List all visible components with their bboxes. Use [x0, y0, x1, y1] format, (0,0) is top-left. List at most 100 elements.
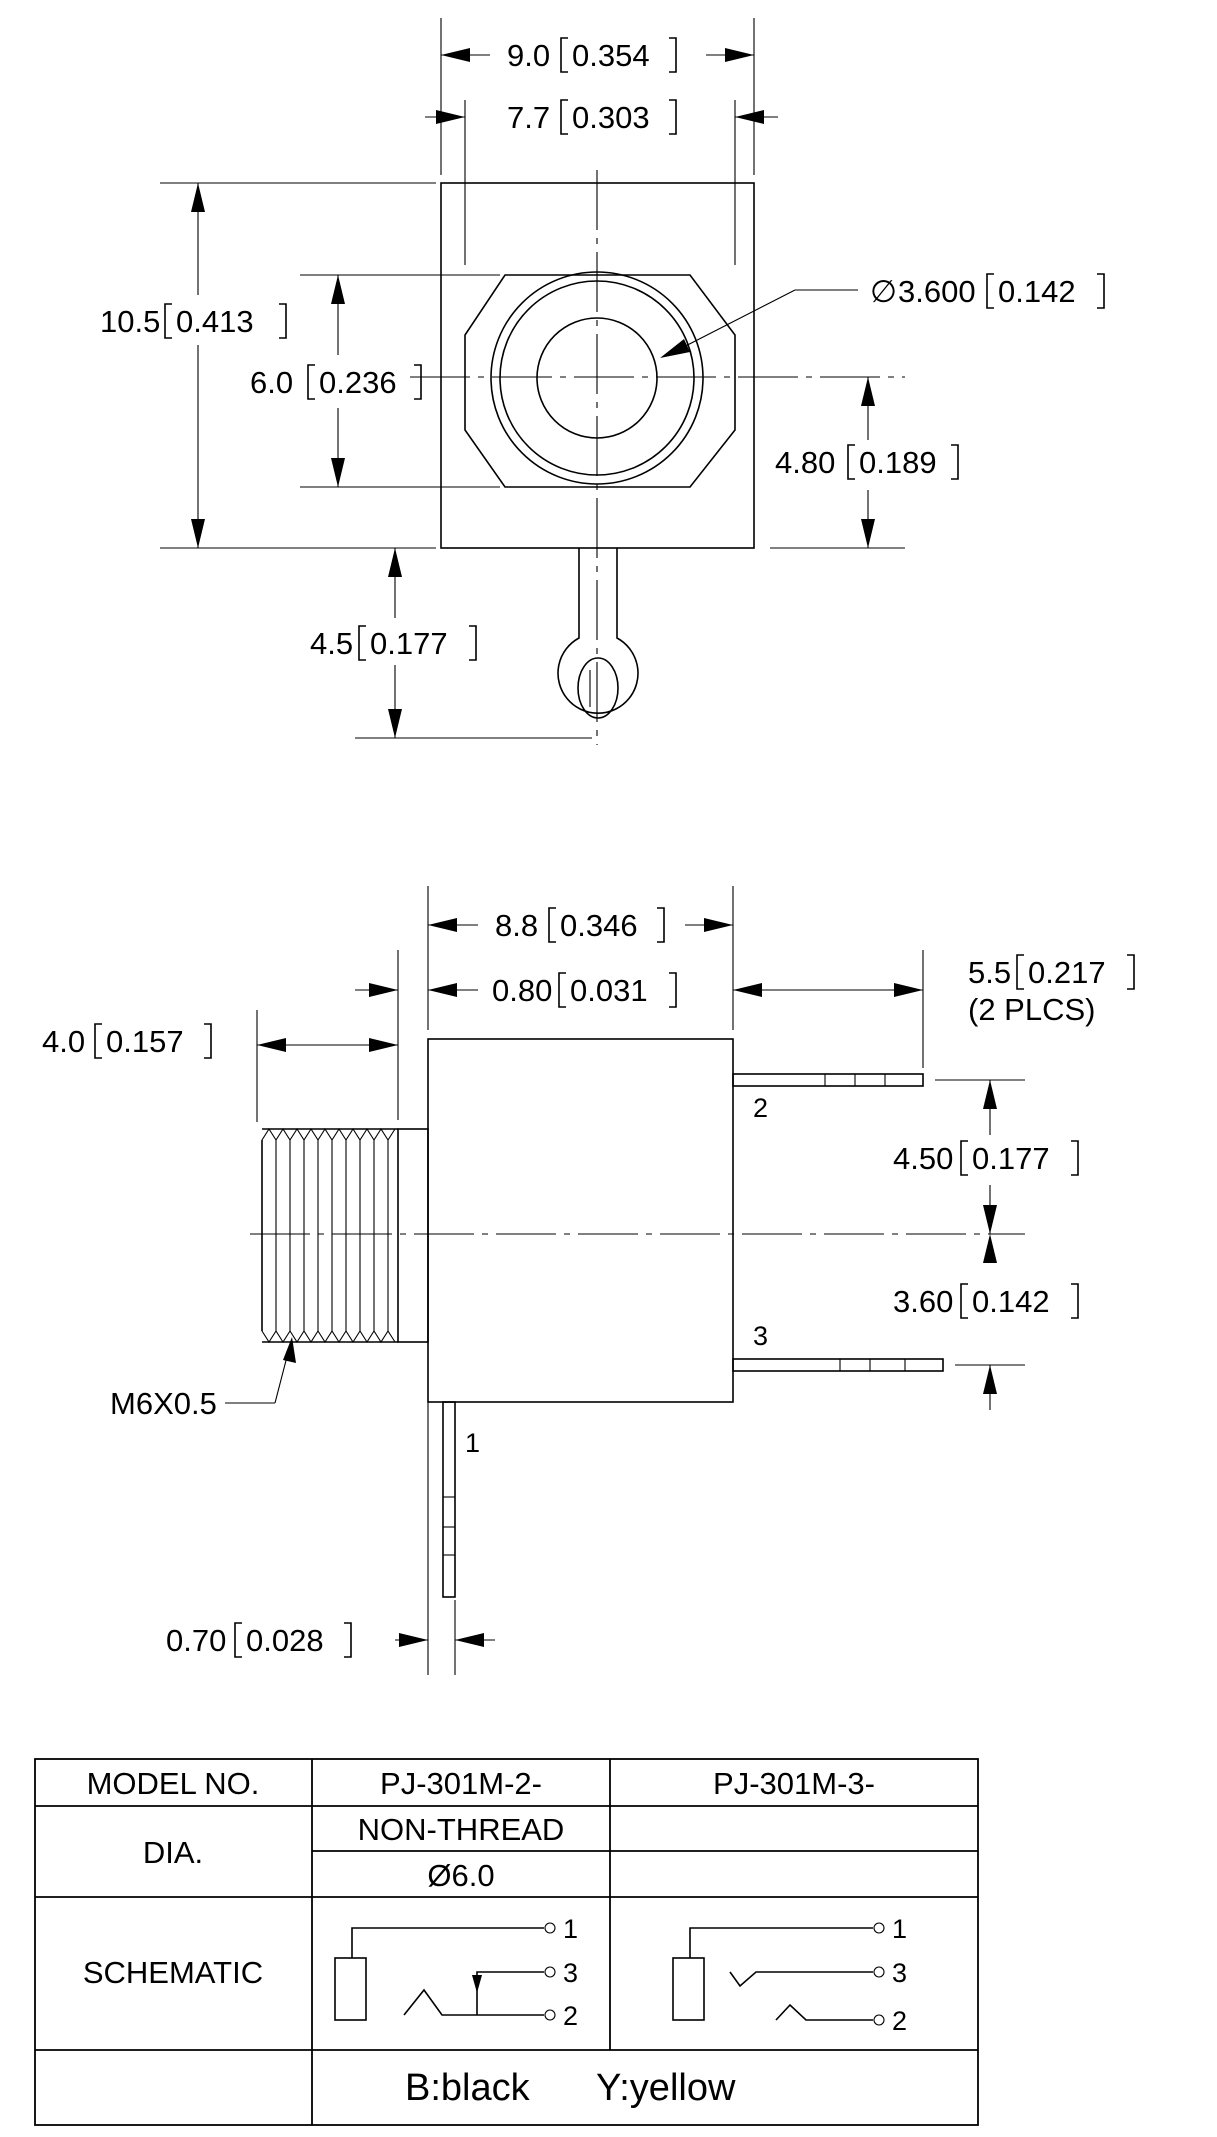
bracket: [204, 1023, 212, 1059]
schematic-wire-3: [476, 1971, 544, 2015]
schematic-pin-2: 2: [892, 2006, 907, 2036]
bracket: [94, 1023, 102, 1059]
dim-value-in: 0.303: [572, 100, 650, 135]
arrowhead: [861, 519, 875, 548]
bracket: [986, 273, 994, 309]
schematic-terminal: [544, 1922, 556, 1934]
dim-value-mm: 3.60: [893, 1284, 953, 1319]
arrowhead: [861, 377, 875, 406]
arrowhead: [983, 1234, 997, 1263]
thread-teeth-top: [261, 1127, 396, 1142]
schematic-wire-1: [689, 1927, 873, 1958]
arrowhead: [725, 48, 754, 62]
schematic-terminal: [873, 1966, 885, 1978]
dim-hole-diameter: ∅ 3.600 0.142: [870, 273, 1105, 309]
bracket: [847, 444, 855, 480]
arrowhead: [369, 1038, 398, 1052]
dim-height: 10.5 0.413: [100, 303, 287, 339]
dim-value-in: 0.189: [859, 445, 937, 480]
schematic-model-3: 1 3 2: [672, 1914, 907, 2036]
pin-body: [732, 1358, 944, 1372]
schematic-sleeve: [334, 1957, 367, 2021]
bracket: [358, 625, 366, 661]
dim-width-overall: 9.0 0.354: [507, 37, 677, 73]
front-flange: [464, 274, 736, 488]
dim-pin-thickness: 0.70 0.028: [166, 1622, 352, 1658]
dim-width-inner: 7.7 0.303: [507, 99, 677, 135]
arrowhead: [283, 1337, 296, 1363]
front-tab-hole: [577, 657, 619, 719]
schematic-terminal: [873, 2014, 885, 2026]
schematic-contact: [472, 1975, 482, 1993]
dim-value-mm: 10.5: [100, 304, 160, 339]
arrowhead: [399, 1633, 428, 1647]
arrowhead: [441, 48, 470, 62]
leader-line: [667, 289, 796, 356]
dim-value-mm: 9.0: [507, 38, 550, 73]
pin-body: [732, 1073, 924, 1087]
dim-thread-length: 4.0 0.157: [42, 1023, 212, 1059]
dim-value-in: 0.346: [560, 908, 638, 943]
dim-value-in: 0.031: [570, 973, 648, 1008]
arrowhead: [455, 1633, 484, 1647]
dim-flange: 6.0 0.236: [250, 364, 422, 400]
pin-3: 3: [732, 1321, 944, 1372]
dim-value-in: 0.177: [370, 626, 448, 661]
front-outer-ring: [490, 271, 704, 485]
schematic-pin-1: 1: [892, 1914, 907, 1944]
bracket: [548, 907, 556, 943]
side-body: [427, 1038, 734, 1403]
schematic-pin-3: 3: [892, 1958, 907, 1988]
arrowhead: [191, 183, 205, 212]
arrowhead: [983, 1365, 997, 1394]
bracket: [951, 444, 959, 480]
dim-value-mm: 4.5: [310, 626, 353, 661]
bracket: [657, 907, 665, 943]
dim-value-in: 0.142: [972, 1284, 1050, 1319]
arrowhead: [436, 110, 465, 124]
schematic-terminal: [544, 1966, 556, 1978]
bracket: [1097, 273, 1105, 309]
front-hole: [536, 317, 658, 439]
bracket: [558, 972, 566, 1008]
dim-value-in: 0.028: [246, 1623, 324, 1658]
dim-flange-thickness: 0.80 0.031: [492, 972, 677, 1008]
bracket: [1071, 1140, 1079, 1176]
arrowhead: [428, 918, 457, 932]
bracket: [1071, 1283, 1079, 1319]
bracket: [307, 364, 315, 400]
dim-value-in: 0.236: [319, 365, 397, 400]
dim-value-mm: 8.8: [495, 908, 538, 943]
dim-value-in: 0.177: [972, 1141, 1050, 1176]
arrowhead: [331, 275, 345, 304]
model-pj-301m-2: PJ-301M-2-: [380, 1766, 542, 1801]
dim-value-mm: 0.80: [492, 973, 552, 1008]
front-body-outline: [440, 182, 755, 549]
side-thread: [261, 1127, 398, 1344]
bracket: [1127, 954, 1135, 990]
bracket: [164, 303, 172, 339]
thread-teeth-bottom: [261, 1329, 396, 1344]
arrowhead: [660, 339, 690, 358]
model-header: MODEL NO.: [87, 1766, 260, 1801]
schematic-wire-2: [775, 2003, 873, 2021]
front-dimensions: 9.0 0.354 7.7 0.303 10.5 0.413: [100, 18, 1105, 739]
dim-tab-length: 4.5 0.177: [310, 625, 477, 661]
schematic-sleeve: [672, 1957, 705, 2021]
dim-value-mm: 4.50: [893, 1141, 953, 1176]
dia-header: DIA.: [143, 1835, 203, 1870]
schematic-terminal: [873, 1922, 885, 1934]
schematic-pin-2: 2: [563, 2001, 578, 2031]
arrowhead: [428, 983, 457, 997]
dim-value-mm: 3.600: [898, 274, 976, 309]
front-tab-outline: [557, 548, 639, 714]
arrowhead: [331, 458, 345, 487]
bracket: [469, 625, 477, 661]
dim-value-mm: 6.0: [250, 365, 293, 400]
pin-body: [442, 1401, 456, 1598]
model-pj-301m-3: PJ-301M-3-: [713, 1766, 875, 1801]
schematic-pin-1: 1: [563, 1914, 578, 1944]
bracket: [279, 303, 287, 339]
table-border: [34, 1758, 979, 2126]
